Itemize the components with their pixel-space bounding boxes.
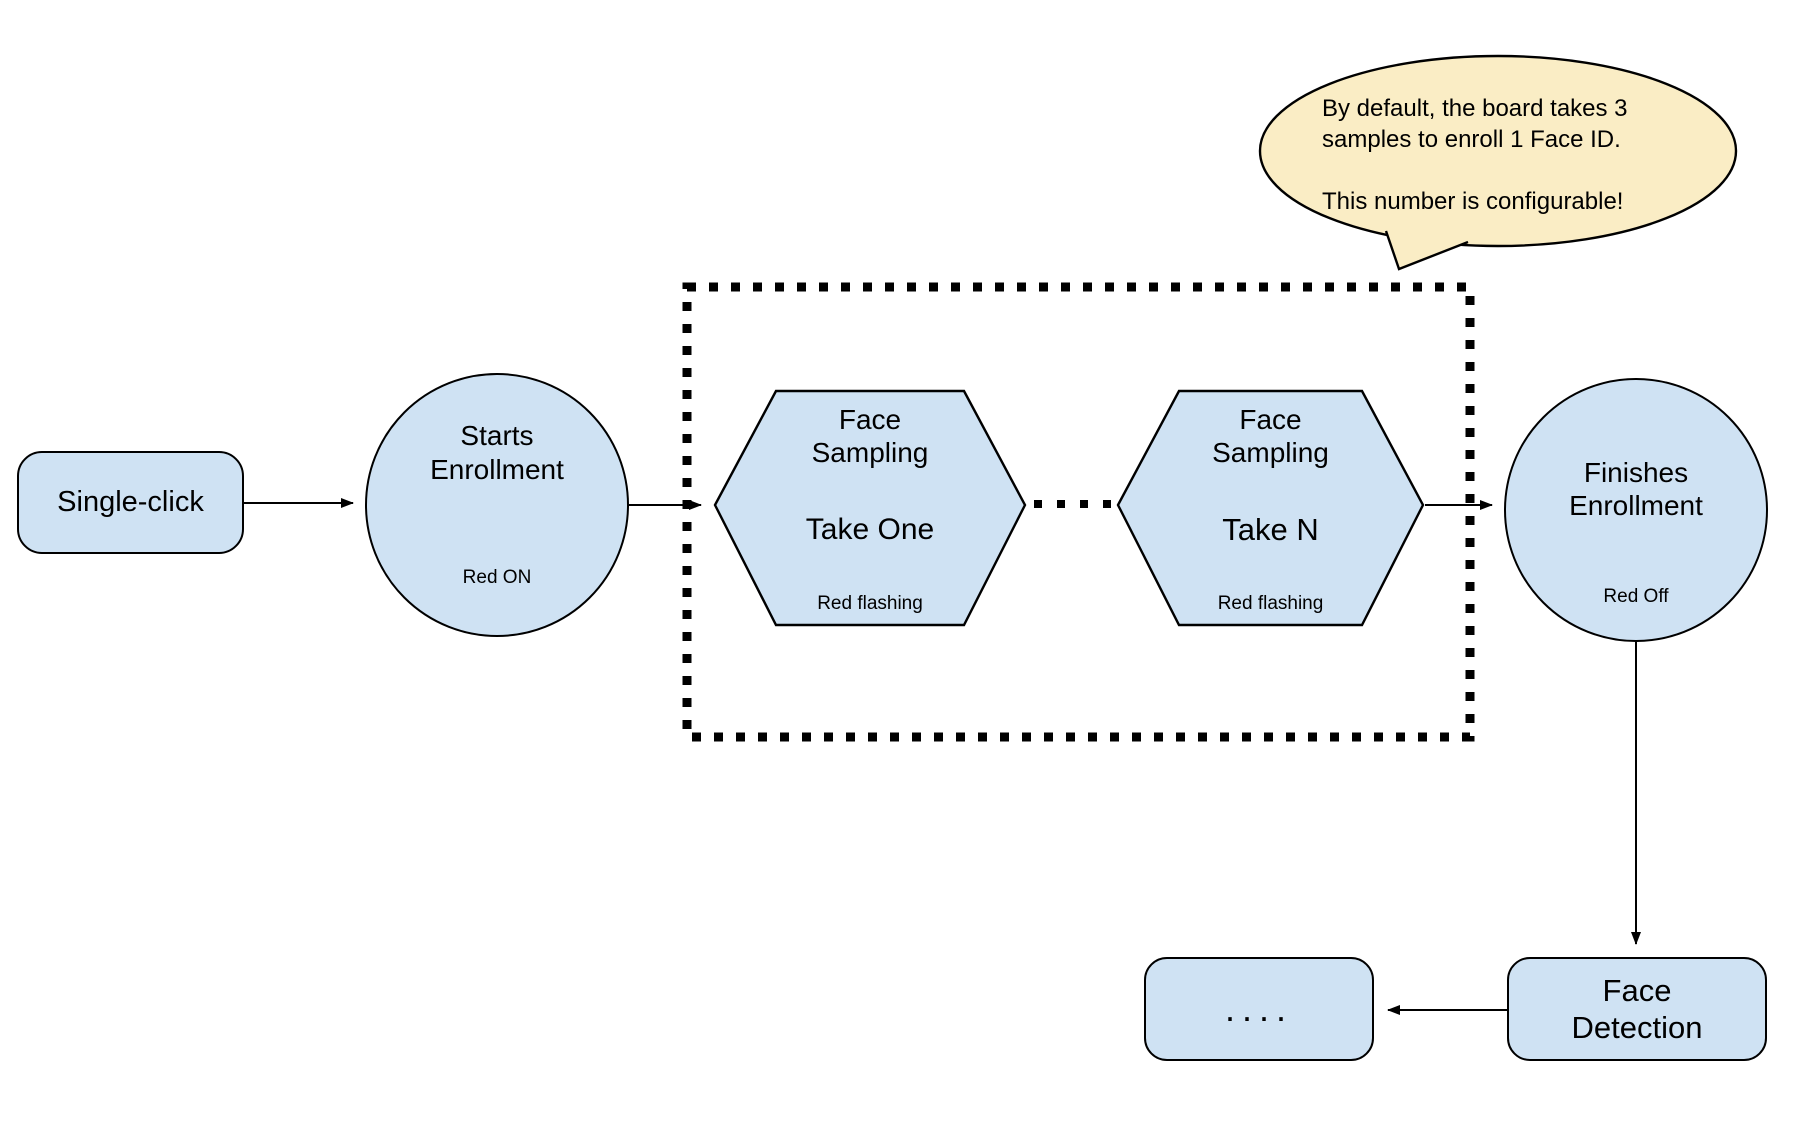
starts-enrollment-circle — [365, 373, 629, 637]
face-sampling-n-hexagon — [1116, 389, 1425, 627]
finishes-enrollment-label: Finishes Enrollment — [1569, 457, 1703, 521]
continuation-box — [1144, 957, 1374, 1061]
speech-bubble — [1258, 54, 1738, 248]
starts-enrollment-label: Starts Enrollment — [430, 420, 564, 485]
starts-enrollment-status: Red ON — [462, 567, 532, 588]
face-sampling-1-title: Face Sampling — [811, 404, 929, 468]
face-sampling-1-status: Red flashing — [817, 593, 923, 614]
speech-bubble-note: By default, the board takes 3 samples to… — [1322, 95, 1628, 215]
face-sampling-n-status: Red flashing — [1217, 593, 1324, 614]
single-click-label: Single-click — [57, 486, 204, 518]
face-sampling-n-take-label: Take N — [1222, 512, 1319, 547]
face-sampling-1-hexagon — [713, 389, 1027, 627]
speech-bubble-tail — [1384, 230, 1469, 271]
finishes-enrollment-status: Red Off — [1603, 586, 1669, 607]
single-click-box — [17, 451, 244, 554]
face-sampling-n-title: Face Sampling — [1212, 404, 1329, 468]
face-sampling-1-take-label: Take One — [805, 513, 935, 546]
finishes-enrollment-circle — [1504, 378, 1768, 642]
face-detection-label: Face Detection — [1571, 973, 1703, 1045]
continuation-label: .... — [1224, 988, 1293, 1029]
